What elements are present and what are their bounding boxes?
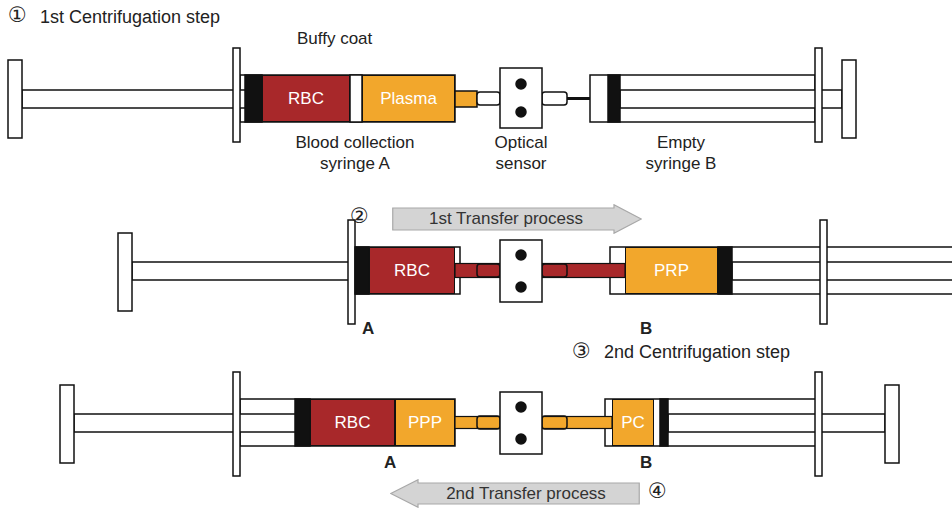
arrow-text: 2nd Transfer process: [424, 484, 606, 504]
plasma-layer: Plasma: [362, 75, 455, 122]
part-label: Blood collection syringe A: [270, 132, 440, 175]
layer-label: Plasma: [380, 89, 437, 109]
transfer-arrow: 1st Transfer process: [392, 204, 642, 234]
callout-number: ④: [648, 478, 667, 504]
callout-number: ③: [572, 338, 591, 364]
layer-label: PPP: [408, 413, 442, 433]
syringe-letter: A: [384, 452, 396, 473]
transfer-arrow: 2nd Transfer process: [390, 479, 640, 508]
layer-label: RBC: [394, 261, 430, 281]
syringe-letter: A: [362, 318, 374, 339]
ppp-layer: PPP: [395, 399, 455, 446]
callout-number: ②: [350, 203, 369, 229]
step-title: 2nd Centrifugation step: [604, 341, 790, 364]
pc-layer: PC: [612, 399, 654, 446]
layer-label: RBC: [335, 413, 371, 433]
step-title: 1st Centrifugation step: [40, 6, 220, 29]
part-label: Optical sensor: [476, 132, 566, 175]
part-label: Buffy coat: [297, 28, 372, 49]
rbc-layer: RBC: [369, 247, 455, 294]
layer-label: PC: [621, 413, 645, 433]
prp-layer: PRP: [625, 247, 718, 294]
syringe-letter: B: [640, 452, 652, 473]
rbc-layer: RBC: [310, 399, 395, 446]
layer-label: PRP: [654, 261, 689, 281]
part-label: Empty syringe B: [636, 132, 726, 175]
callout-number: ①: [8, 2, 27, 28]
syringe-letter: B: [640, 318, 652, 339]
arrow-text: 1st Transfer process: [429, 209, 605, 229]
rbc-layer: RBC: [262, 75, 350, 122]
layer-label: RBC: [288, 89, 324, 109]
